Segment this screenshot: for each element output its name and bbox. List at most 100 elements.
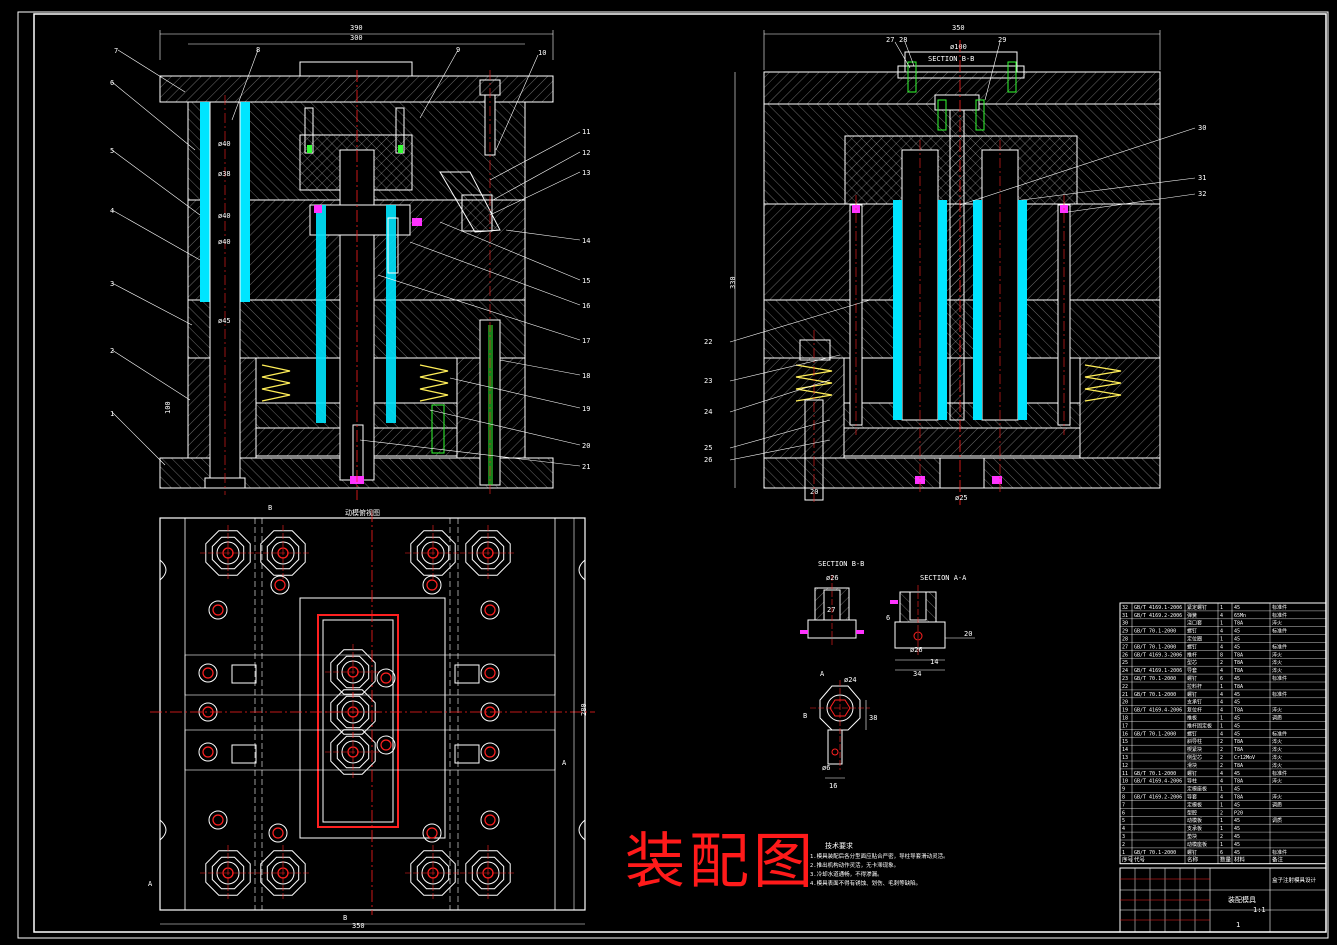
bom-cell: 1 [1220,802,1223,808]
side-label-23: 23 [704,377,712,385]
bom-cell: T8A [1234,621,1243,627]
guide-pillar-7 [405,845,461,901]
detail-dim-10: B [803,712,807,720]
bom-cell: 45 [1234,637,1240,643]
bom-cell: 4 [1220,613,1223,619]
bom-cell: T8A [1234,739,1243,745]
bom-cell: 45 [1234,826,1240,832]
bom-cell: 1 [1220,637,1223,643]
top-dim-width: 350 [352,922,365,930]
front-bore-4: ø40 [218,238,231,246]
bom-cell: 4 [1220,700,1223,706]
bom-cell: 2 [1220,739,1223,745]
bom-cell: 21 [1122,692,1128,698]
bom-header-cell: 材料 [1234,856,1246,864]
bom-cell: 6 [1220,850,1223,856]
bom-cell: 垫块 [1187,833,1197,840]
guide-pillar-4 [460,525,516,581]
bom-cell: 45 [1234,842,1240,848]
front-label-4: 4 [110,207,114,215]
bom-cell: 4 [1220,668,1223,674]
bom-cell: 螺钉 [1187,643,1197,650]
bolt-hole-16 [376,735,396,755]
guide-pillar-9 [325,644,381,700]
title-block-sheet: 1 [1236,921,1240,929]
tech-notes-heading: 技术要求 [825,841,853,850]
bom-cell: T8A [1234,660,1243,666]
bom-cell: 65Mn [1234,613,1246,619]
bom-cell: 1 [1220,818,1223,824]
bom-cell: 动模座板 [1187,841,1207,848]
bom-cell: 45 [1234,787,1240,793]
bom-cell: GB/T 70.1-2000 [1134,676,1176,682]
bolt-hole-5 [208,810,228,830]
bom-cell: 12 [1122,763,1128,769]
bom-cell: 45 [1234,834,1240,840]
bom-cell: 标准件 [1272,643,1287,650]
bom-cell: GB/T 70.1-2000 [1134,771,1176,777]
bom-cell: T8A [1234,708,1243,714]
bom-header-cell: 名称 [1187,856,1199,864]
bom-cell: 复位杆 [1187,707,1202,714]
front-label-14: 14 [582,237,590,245]
bom-cell: 动模板 [1187,817,1202,824]
bom-cell: 19 [1122,708,1128,714]
bom-cell: 4 [1220,629,1223,635]
title-block: 盒子注射模具设计 装配模具 1:1 1 [1119,867,1327,933]
bom-cell: 2 [1220,810,1223,816]
bom-cell: 1 [1122,850,1125,856]
detail-section-b-title: SECTION B-B [818,560,864,568]
bom-cell: P20 [1234,810,1243,816]
top-dim-height: 280 [580,703,588,716]
bolt-hole-1 [208,600,228,620]
top-section-b-bottom: B [343,914,347,922]
guide-pillar-8 [460,845,516,901]
side-label-28: 28 [899,36,907,44]
bom-cell: 16 [1122,731,1128,737]
bom-cell: 45 [1234,676,1240,682]
bom-cell: 定位圈 [1187,636,1202,643]
bom-cell: 11 [1122,771,1128,777]
front-label-6: 6 [110,79,114,87]
bom-cell: T8A [1234,795,1243,801]
front-label-9: 9 [456,46,460,54]
top-view-features [198,525,516,901]
bom-cell: 调质 [1272,801,1282,808]
bom-cell: 淬火 [1272,667,1282,674]
front-bore-2: ø38 [218,170,231,178]
tech-note-2: 2.推出机构动作灵活，无卡滞现象。 [810,861,899,869]
bom-cell: 4 [1220,795,1223,801]
bom-cell: 28 [1122,637,1128,643]
bom-cell: 淬火 [1272,754,1282,761]
bom-cell: 22 [1122,684,1128,690]
title-block-name: 装配模具 [1228,895,1256,904]
bom-header-cell: 数量 [1220,856,1232,864]
bom-cell: 2 [1220,755,1223,761]
tech-note-3: 3.冷却水道通畅，不得渗漏。 [810,870,883,878]
bolt-hole-4 [480,600,500,620]
technical-requirements: 技术要求 1.模具装配后各分型面应贴合严密，导柱导套滑动灵活。 2.推出机构动作… [810,841,949,887]
detail-dim-12: 38 [869,714,877,722]
front-label-8: 8 [256,46,260,54]
bom-cell: 导套 [1187,794,1197,801]
bom-cell: 1 [1220,787,1223,793]
side-label-32: 32 [1198,190,1206,198]
bom-cell: 型腔 [1187,809,1197,816]
bom-cell: 26 [1122,652,1128,658]
top-section-a-right: A [562,759,567,767]
bom-cell: 24 [1122,668,1128,674]
front-label-2: 2 [110,347,114,355]
bom-cell: GB/T 4169.4-2006 [1134,779,1182,785]
bolt-hole-14 [480,742,500,762]
bom-cell: 45 [1234,850,1240,856]
bolt-hole-8 [480,810,500,830]
side-dim-sprue: ø100 [950,43,967,51]
bolt-hole-2 [270,575,290,595]
front-label-20: 20 [582,442,590,450]
bom-cell: 45 [1234,700,1240,706]
bom-cell: 淬火 [1272,794,1282,801]
bom-cell: GB/T 70.1-2000 [1134,692,1176,698]
bom-cell: 4 [1220,708,1223,714]
bom-cell: 25 [1122,660,1128,666]
